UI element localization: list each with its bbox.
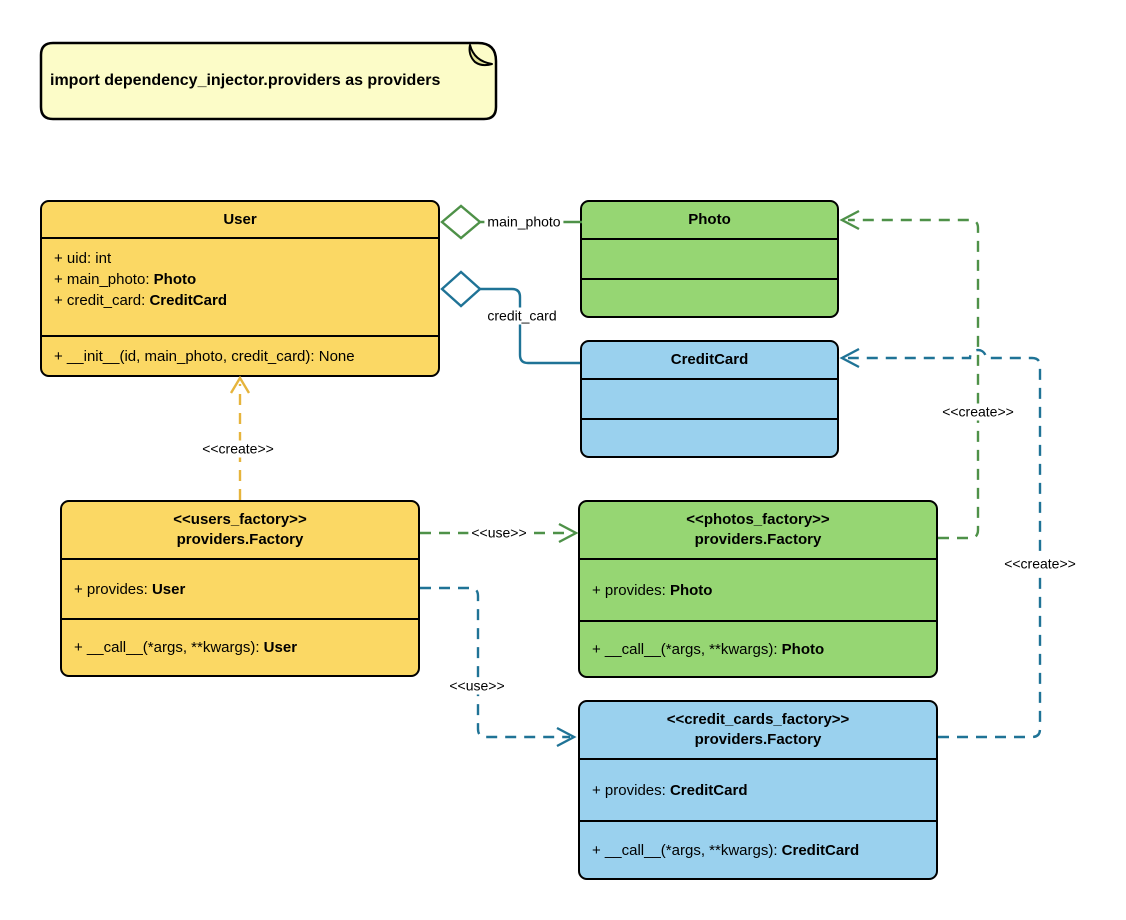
class-name: Photo <box>688 211 731 228</box>
method-row: + __init__(id, main_photo, credit_card):… <box>54 348 355 365</box>
class-name: providers.Factory <box>694 731 822 748</box>
class-users-factory-methods: + __call__(*args, **kwargs): User <box>62 618 418 675</box>
edge-label-use-credit-cards: <<use>> <box>446 677 508 695</box>
attribute-type: Photo <box>153 271 197 288</box>
class-users-factory-title: <<users_factory>> providers.Factory <box>62 502 418 558</box>
class-user: User + uid: int + main_photo: Photo + cr… <box>40 200 440 377</box>
method-row: + __call__(*args, **kwargs): CreditCard <box>592 842 859 859</box>
class-photos-factory-methods: + __call__(*args, **kwargs): Photo <box>580 620 936 676</box>
attribute-text: + provides: <box>592 581 670 599</box>
class-credit-cards-factory-title: <<credit_cards_factory>> providers.Facto… <box>580 702 936 758</box>
method-row: + __call__(*args, **kwargs): Photo <box>592 641 824 658</box>
class-creditcard-title: CreditCard <box>582 342 837 378</box>
note: import dependency_injector.providers as … <box>50 72 441 89</box>
class-name: providers.Factory <box>176 531 304 548</box>
edge-label-credit-card: credit_card <box>484 307 560 325</box>
attribute-type: CreditCard <box>149 292 227 309</box>
class-photo: Photo <box>580 200 839 318</box>
class-credit-cards-factory-attributes: + provides: CreditCard <box>580 758 936 820</box>
edge-photosfactory-create-photo <box>839 209 980 540</box>
edge-label-main-photo: main_photo <box>484 213 564 231</box>
class-user-attributes: + uid: int + main_photo: Photo + credit_… <box>42 237 438 335</box>
attribute-row: + uid: int <box>54 248 426 269</box>
class-stereotype: <<users_factory>> <box>173 511 307 528</box>
class-name: CreditCard <box>670 351 749 368</box>
method-type: CreditCard <box>781 841 860 859</box>
class-stereotype: <<photos_factory>> <box>686 511 830 528</box>
empty-methods-compartment <box>582 418 837 456</box>
attribute-text: + uid: int <box>54 250 112 267</box>
method-text: + __call__(*args, **kwargs): <box>592 640 782 658</box>
class-users-factory-attributes: + provides: User <box>62 558 418 618</box>
empty-attributes-compartment <box>582 378 837 418</box>
class-photos-factory: <<photos_factory>> providers.Factory + p… <box>578 500 938 678</box>
edge-usersfactory-use-creditcardsfactory <box>420 586 577 748</box>
method-text: + __call__(*args, **kwargs): <box>74 639 264 656</box>
edge-label-create-user: <<create>> <box>199 440 277 458</box>
edge-usersfactory-create-user <box>229 375 251 500</box>
class-users-factory: <<users_factory>> providers.Factory + pr… <box>60 500 420 677</box>
attribute-text: + provides: <box>592 781 670 799</box>
class-name: providers.Factory <box>694 531 822 548</box>
class-credit-cards-factory-methods: + __call__(*args, **kwargs): CreditCard <box>580 820 936 878</box>
method-text: + __call__(*args, **kwargs): <box>592 841 782 859</box>
edge-label-use-photos: <<use>> <box>468 524 530 542</box>
method-row: + __call__(*args, **kwargs): User <box>74 639 297 656</box>
attribute-row: + provides: Photo <box>592 582 712 599</box>
method-type: User <box>263 639 298 656</box>
attribute-row: + provides: CreditCard <box>592 782 747 799</box>
attribute-type: User <box>151 580 186 598</box>
attribute-row: + provides: User <box>74 581 185 598</box>
attribute-text: + main_photo: <box>54 271 154 288</box>
class-creditcard: CreditCard <box>580 340 839 458</box>
method-type: Photo <box>781 640 825 658</box>
class-user-title: User <box>42 202 438 237</box>
method-text: + __init__(id, main_photo, credit_card):… <box>54 347 355 365</box>
class-user-methods: + __init__(id, main_photo, credit_card):… <box>42 335 438 375</box>
attribute-text: + credit_card: <box>54 292 150 309</box>
edge-label-create-credit-card: <<create>> <box>1001 555 1079 573</box>
class-photos-factory-attributes: + provides: Photo <box>580 558 936 620</box>
class-credit-cards-factory: <<credit_cards_factory>> providers.Facto… <box>578 700 938 880</box>
attribute-type: Photo <box>669 581 713 599</box>
class-photo-title: Photo <box>582 202 837 238</box>
class-name: User <box>223 210 257 228</box>
class-photos-factory-title: <<photos_factory>> providers.Factory <box>580 502 936 558</box>
attribute-row: + credit_card: CreditCard <box>54 290 426 311</box>
empty-methods-compartment <box>582 278 837 316</box>
attribute-text: + provides: <box>74 580 152 598</box>
attribute-type: CreditCard <box>669 781 748 799</box>
attribute-row: + main_photo: Photo <box>54 269 426 290</box>
class-stereotype: <<credit_cards_factory>> <box>666 711 850 728</box>
edge-label-create-photo: <<create>> <box>939 403 1017 421</box>
empty-attributes-compartment <box>582 238 837 278</box>
